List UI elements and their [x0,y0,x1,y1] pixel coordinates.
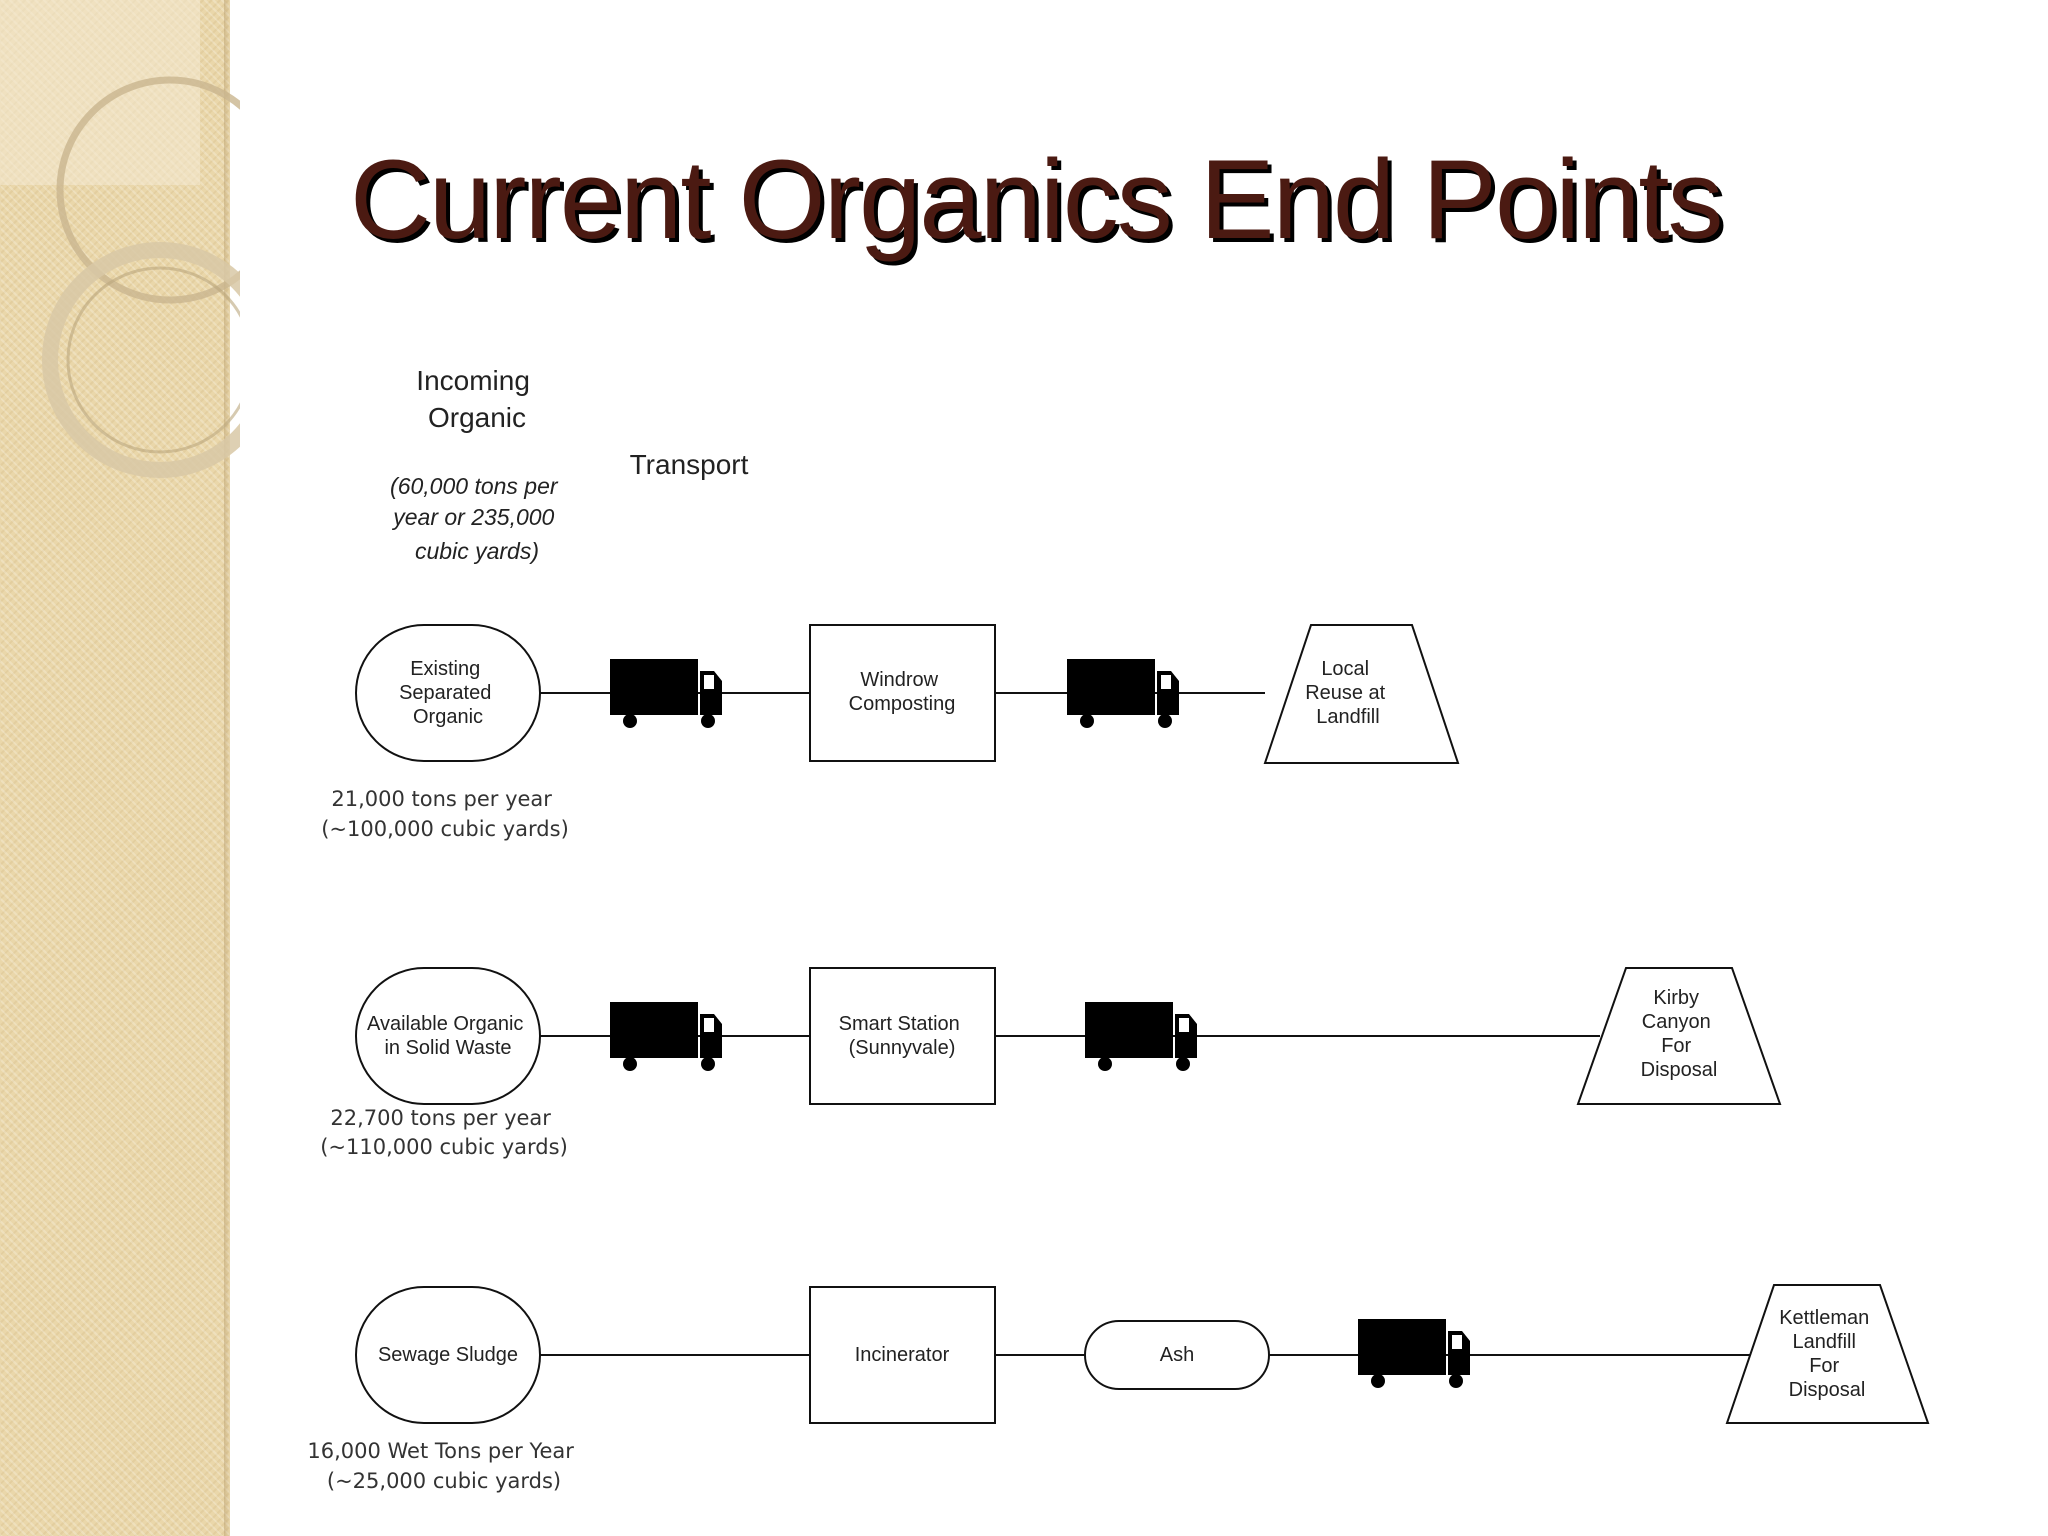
quantity-label-3: 16,000 Wet Tons per Year (~25,000 cubic … [307,1439,580,1493]
truck-icon [1358,1319,1470,1388]
decorative-rings [0,0,240,478]
endpoint-node-2 [1576,967,1782,1105]
source-label-1: Existing Separated Organic [399,658,497,728]
truck-icon [610,659,722,728]
facility-node-1 [809,624,996,762]
facility-node-3 [809,1286,996,1424]
intermediate-label-3: Ash [1160,1344,1194,1366]
facility-label-3: Incinerator [855,1344,950,1366]
endpoint-label-3: Kettleman Landfill For Disposal [1779,1307,1875,1401]
quantity-label-2: 22,700 tons per year (~110,000 cubic yar… [320,1106,568,1159]
quantity-label-1: 21,000 tons per year (~100,000 cubic yar… [321,787,569,841]
flow-row-2: Available Organic in Solid Waste Smart S… [320,967,1782,1159]
source-node-3 [355,1286,541,1424]
source-label-2: Available Organic in Solid Waste [367,1013,529,1059]
source-label-3: Sewage Sludge [378,1344,518,1366]
flow-row-3: Sewage Sludge Incinerator Ash Kettleman … [307,1284,1930,1493]
sidebar-shadow [224,0,230,1536]
facility-label-2: Smart Station (Sunnyvale) [839,1013,966,1059]
endpoint-label-1: Local Reuse at Landfill [1305,658,1391,728]
endpoint-label-2: Kirby Canyon For Disposal [1641,987,1718,1081]
facility-node-2 [809,967,996,1105]
truck-icon [1085,1002,1197,1071]
truck-icon [610,1002,722,1071]
flow-row-1: Existing Separated Organic Windrow Compo… [321,624,1460,841]
transport-header: Transport [630,449,749,480]
slide-title: Current Organics End Points [350,137,1724,262]
intermediate-node-3 [1084,1320,1270,1390]
incoming-organic-header: Incoming Organic [416,365,537,433]
source-node-1 [355,624,541,762]
endpoint-node-3 [1725,1284,1930,1424]
incoming-organic-subheader: (60,000 tons per year or 235,000 cubic y… [390,473,564,564]
endpoint-node-1 [1263,624,1460,764]
source-node-2 [355,967,541,1105]
truck-icon [1067,659,1179,728]
facility-label-1: Windrow Composting [849,669,956,715]
